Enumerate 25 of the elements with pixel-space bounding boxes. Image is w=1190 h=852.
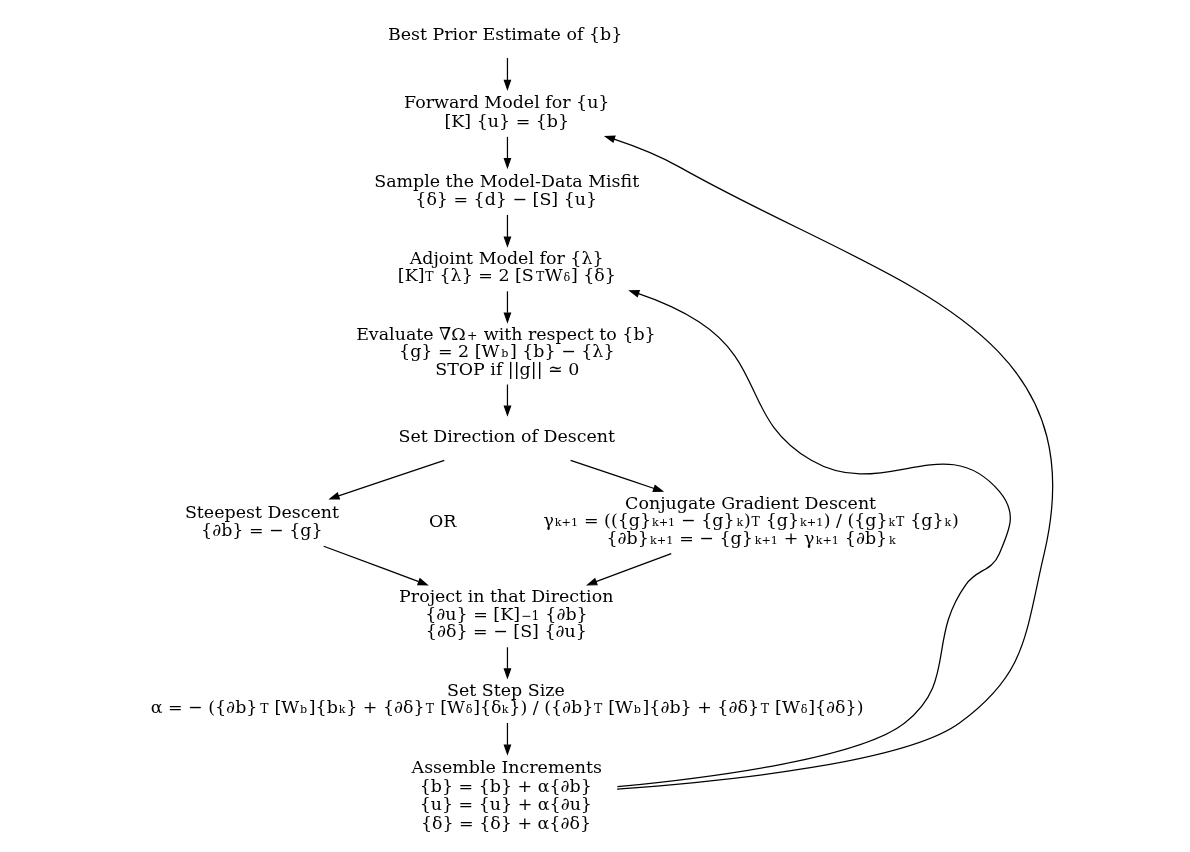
arrow bbox=[323, 545, 429, 586]
arrow bbox=[616, 290, 1011, 788]
node-text: Set Step Size α = − ({∂b}T [Wb]{bk} + {∂δ}T [Wδ]{δk}) / ({∂b}T [Wb]{∂b} + {∂δ}T [Wδ]{∂δ}) bbox=[150, 679, 864, 718]
label: OR bbox=[429, 511, 457, 532]
node-text: Adjoint Model for {λ} [K]T {λ} = 2 [STWδ] {δ} bbox=[397, 247, 616, 286]
node-text: Sample the Model-Data Misfit {δ} = {d} − [S] {u} bbox=[374, 170, 640, 210]
node-text: Conjugate Gradient Descent γk+1 = (({g}k+1 − {g}k)T {g}k+1) / ({g}kT {g}k) {∂b}k+1 = − {g}k+1 + γk+1 {∂b}k bbox=[543, 493, 959, 548]
node-text: Best Prior Estimate of {b} bbox=[387, 24, 623, 45]
arrow bbox=[503, 136, 512, 170]
arrow bbox=[603, 135, 1053, 790]
node-text: Forward Model for {u} [K] {u} = {b} bbox=[404, 92, 610, 131]
arrow bbox=[503, 57, 512, 91]
node-text: Set Direction of Descent bbox=[398, 426, 616, 447]
node-text: Project in that Direction {∂u} = [K]−1 {∂b} {∂δ} = − [S] {∂u} bbox=[399, 586, 614, 642]
arrow bbox=[586, 553, 672, 586]
arrow bbox=[503, 290, 512, 324]
arrow bbox=[503, 722, 512, 756]
node-text: Assemble Increments {b} = {b} + α{∂b} {u} = {u} + α{∂u} {δ} = {δ} + α{∂δ} bbox=[411, 757, 602, 834]
node-text: Evaluate ∇Ω+ with respect to {b} {g} = 2 [Wb] {b} − {λ} STOP if ||g|| ≃ 0 bbox=[356, 323, 656, 379]
arrow bbox=[503, 383, 512, 417]
arrow bbox=[570, 459, 665, 492]
arrow bbox=[503, 214, 512, 248]
arrow bbox=[328, 459, 445, 500]
arrow bbox=[503, 646, 512, 680]
node-text: Steepest Descent {∂b} = − {g} bbox=[184, 501, 339, 541]
